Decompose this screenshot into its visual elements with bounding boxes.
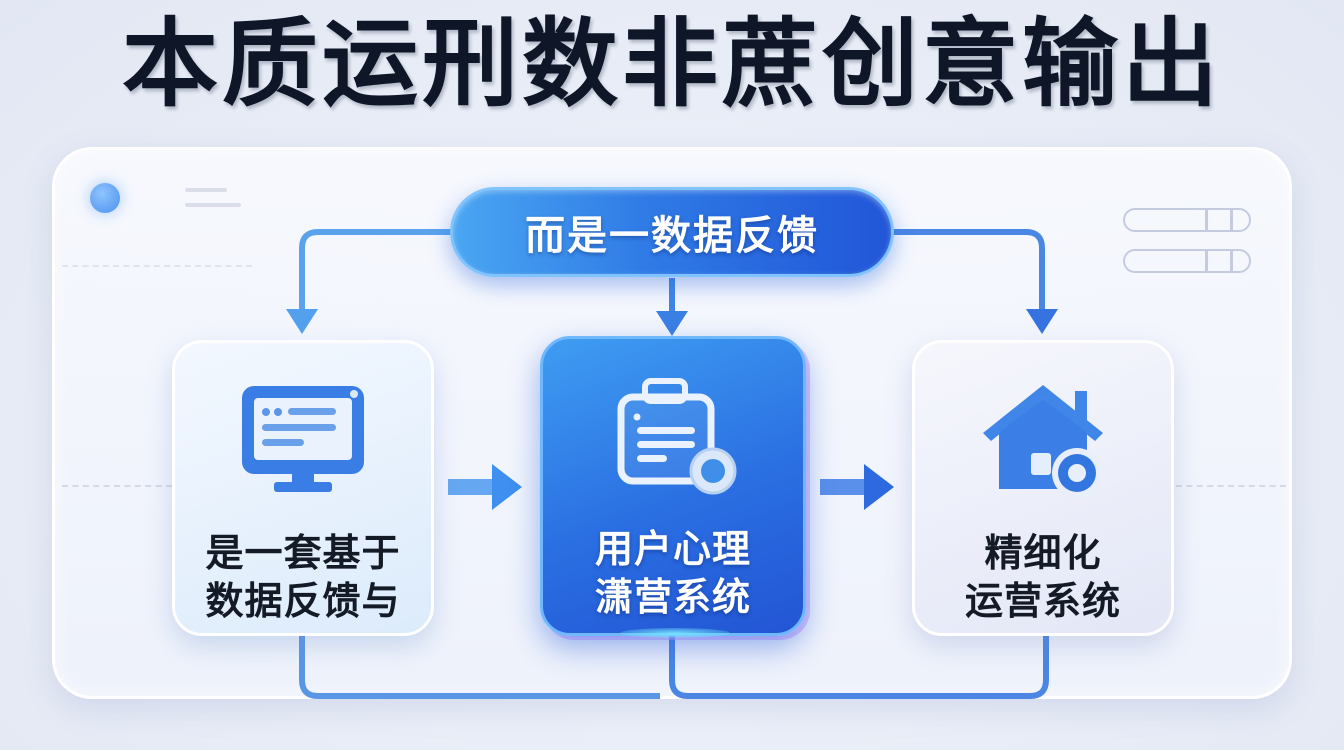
card-middle-label: 用户心理 潇营系统 bbox=[595, 525, 751, 621]
decorative-dashed-line bbox=[62, 265, 252, 267]
card-middle-line2: 潇营系统 bbox=[594, 575, 751, 619]
decorative-dot-icon bbox=[90, 183, 120, 213]
top-node-label: 而是一数据反馈 bbox=[525, 213, 819, 259]
card-middle-line1: 用户心理 bbox=[594, 527, 751, 571]
glow-accent bbox=[620, 628, 730, 638]
arrow-right-icon bbox=[448, 464, 522, 510]
arrow-right-icon bbox=[820, 464, 894, 510]
decorative-slider bbox=[1123, 249, 1251, 273]
card-left-label: 是一套基于 数据反馈与 bbox=[205, 529, 400, 625]
card-left: 是一套基于 数据反馈与 bbox=[172, 340, 434, 636]
page-title: 本质运刑数非蔗创意输出 bbox=[122, 8, 1222, 120]
card-right-line2: 运营系统 bbox=[964, 579, 1121, 623]
card-right-line1: 精细化 bbox=[984, 531, 1102, 575]
card-right: 精细化 运营系统 bbox=[912, 340, 1174, 636]
decorative-slider bbox=[1123, 208, 1251, 232]
decorative-dashed-line bbox=[1176, 485, 1286, 487]
card-right-label: 精细化 运营系统 bbox=[965, 529, 1121, 625]
decorative-line bbox=[185, 188, 227, 192]
briefcase-gear-icon bbox=[603, 375, 743, 495]
card-left-line2: 数据反馈与 bbox=[205, 579, 401, 623]
top-node-pill: 而是一数据反馈 bbox=[450, 187, 894, 277]
monitor-icon bbox=[233, 379, 373, 499]
house-cycle-icon bbox=[973, 379, 1113, 499]
card-left-line1: 是一套基于 bbox=[205, 531, 401, 575]
card-middle: 用户心理 潇营系统 bbox=[540, 336, 806, 636]
decorative-dashed-line bbox=[62, 485, 172, 487]
decorative-line bbox=[185, 203, 241, 207]
